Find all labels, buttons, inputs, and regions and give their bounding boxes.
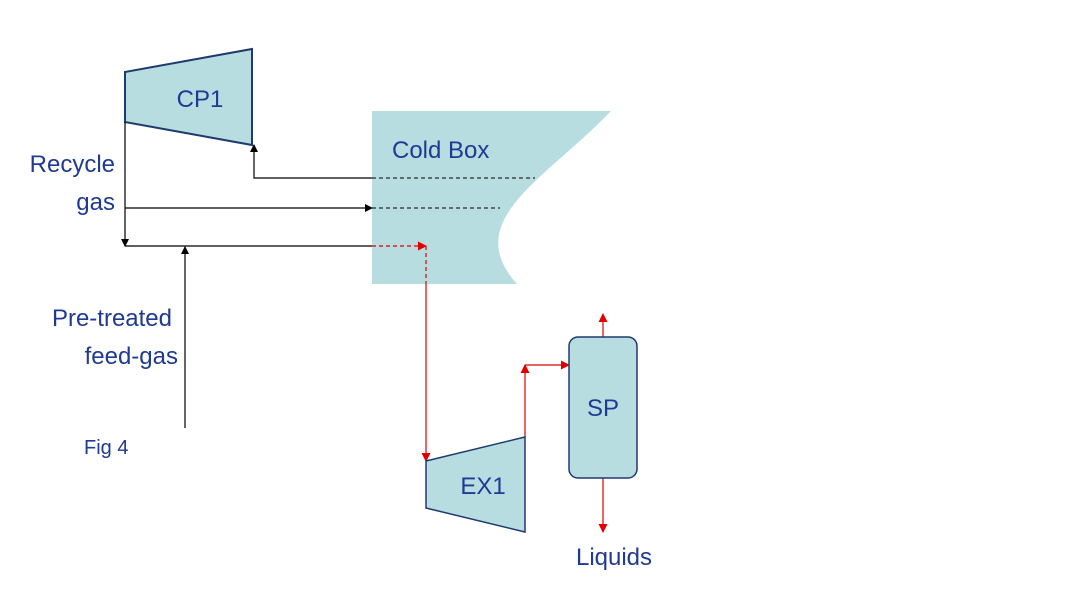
- liquids-label: Liquids: [576, 544, 652, 571]
- expander-ex1-label: EX1: [460, 473, 505, 500]
- cold-box-label: Cold Box: [392, 137, 489, 164]
- feed-gas-label-line1: Pre-treated: [52, 305, 172, 332]
- expander-ex1-shape: [425, 436, 526, 533]
- cold-stream-lines: [372, 241, 608, 533]
- separator-sp-shape: [568, 336, 638, 479]
- separator-sp: SP: [568, 336, 638, 479]
- cold-box: Cold Box: [372, 111, 611, 284]
- line-coldbox-to-cp1: [250, 144, 372, 179]
- separator-sp-label: SP: [587, 395, 619, 422]
- recycle-gas-label-line1: Recycle: [30, 151, 115, 178]
- cold-box-shape: [372, 111, 611, 284]
- compressor-cp1: CP1: [124, 47, 253, 147]
- process-lines: [121, 122, 373, 428]
- figure-caption: Fig 4: [84, 437, 128, 459]
- compressor-cp1-label: CP1: [177, 86, 224, 113]
- recycle-gas-label-line2: gas: [76, 189, 115, 216]
- expander-ex1: EX1: [425, 436, 526, 533]
- feed-gas-label-line2: feed-gas: [85, 343, 178, 370]
